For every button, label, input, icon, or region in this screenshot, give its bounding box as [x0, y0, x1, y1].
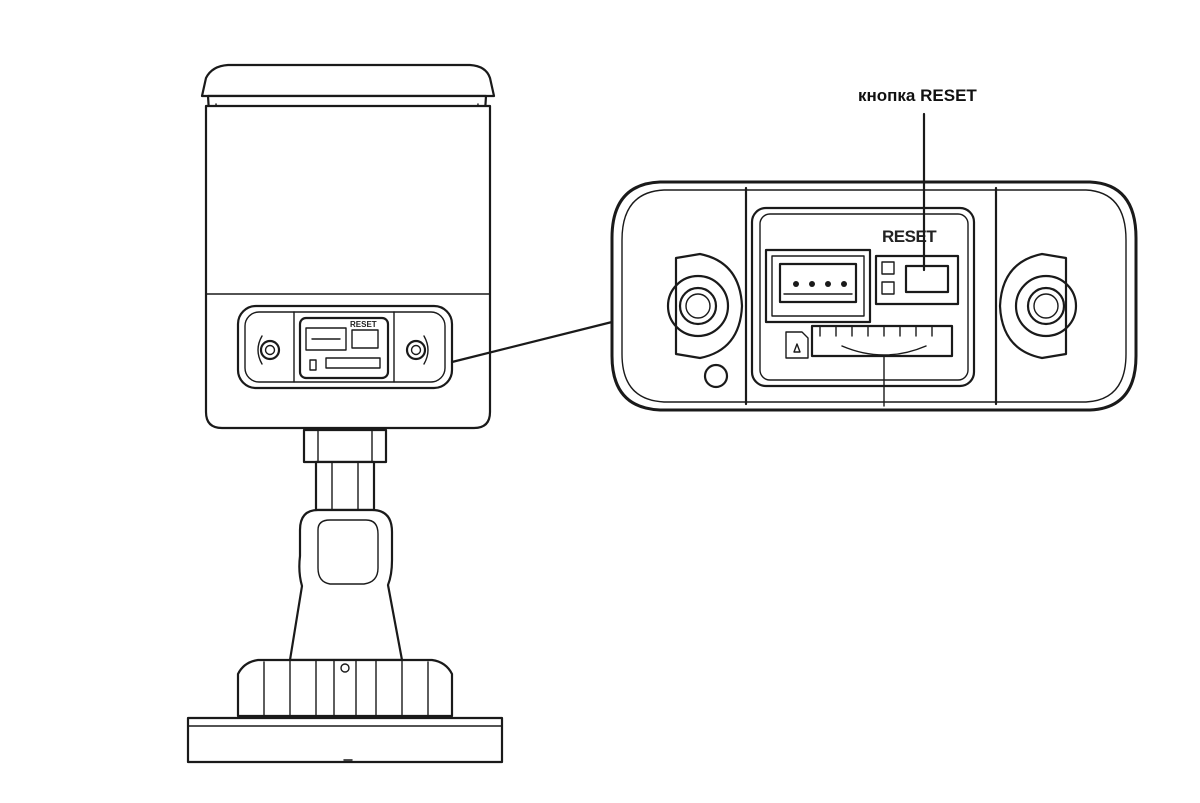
reset-button[interactable] [874, 254, 960, 306]
reset-silkscreen-label: RESET [882, 227, 937, 246]
rear-panel-enlarged: RESET [610, 180, 1138, 412]
camera-body: RESET [186, 63, 504, 764]
mount-bracket [288, 508, 404, 662]
mount-stem [302, 428, 388, 512]
right-screw-boss [998, 252, 1078, 360]
sd-card-slot [785, 324, 954, 359]
reset-callout-label: кнопка RESET [858, 86, 977, 105]
zoom-leader-line [450, 320, 614, 364]
svg-text:RESET: RESET [350, 320, 377, 329]
mount-base-ring [236, 658, 454, 718]
mount-base-plate [186, 716, 504, 764]
sun-shield-cap [200, 63, 496, 98]
header-connector [764, 248, 872, 324]
rear-panel-small: RESET [236, 304, 454, 390]
sd-card-icon [785, 331, 809, 359]
left-screw-boss [666, 252, 744, 389]
